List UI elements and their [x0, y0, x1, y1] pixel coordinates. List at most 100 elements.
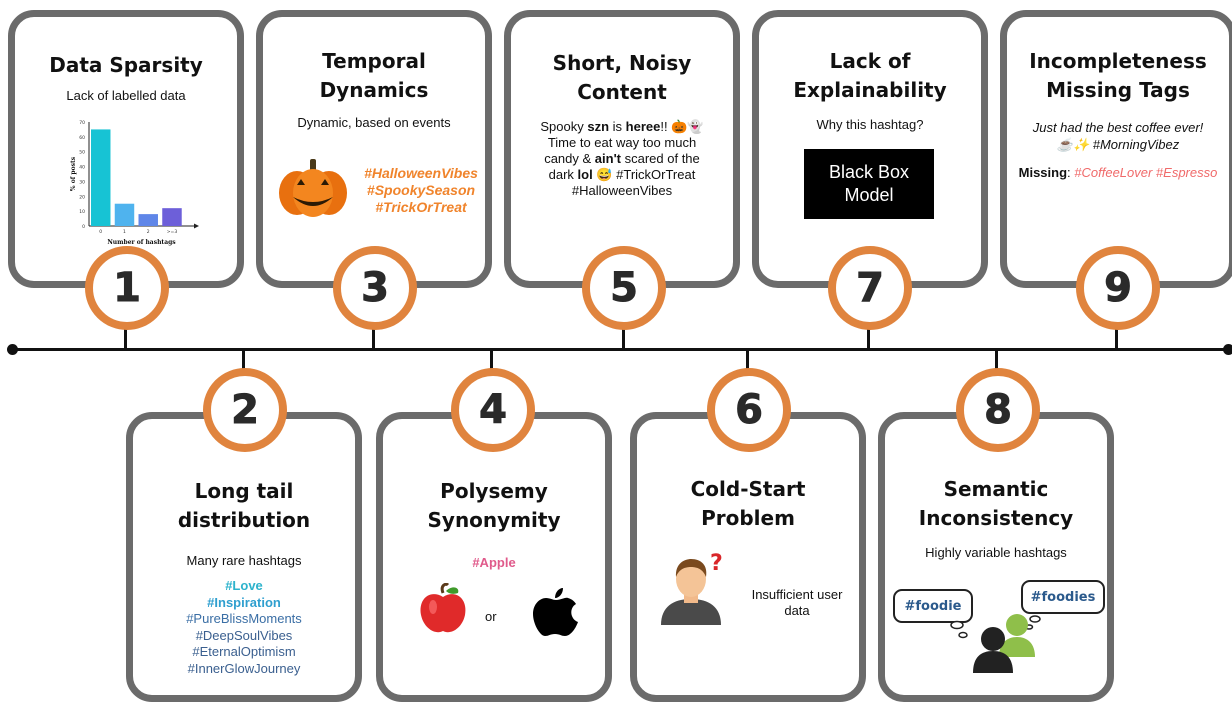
card-title-line2: Inconsistency — [918, 506, 1074, 530]
bar — [138, 214, 158, 226]
missing-line: Missing: #CoffeeLover #Espresso — [1007, 165, 1229, 180]
post-text: 😅 #TrickOrTreat — [592, 167, 696, 182]
card-subtitle: Many rare hashtags — [186, 553, 302, 568]
card-subtitle: Highly variable hashtags — [925, 545, 1067, 560]
box-label: Black Box — [828, 162, 910, 182]
tick-8 — [995, 349, 998, 371]
tick-9 — [1115, 328, 1118, 350]
x-tick-label: 1 — [123, 229, 126, 235]
card-title-line2: Explainability — [793, 78, 947, 102]
step-number: 8 — [984, 387, 1013, 434]
speech-bubble-foodie: #foodie — [893, 589, 973, 623]
desc-line: data — [784, 603, 810, 618]
hashtag: #HalloweenVibes — [364, 165, 478, 181]
step-number: 9 — [1104, 265, 1133, 312]
missing-label: Missing — [1018, 165, 1068, 180]
step-badge-9: 9 — [1076, 246, 1160, 330]
card-title: Lack of — [829, 49, 911, 73]
step-badge-6: 6 — [707, 368, 791, 452]
card-title-line2: Missing Tags — [1046, 78, 1190, 102]
card-title: Cold-Start — [690, 477, 806, 501]
hashtag: #Love — [225, 578, 263, 593]
card-subtitle: Dynamic, based on events — [297, 115, 451, 130]
tick-2 — [242, 349, 245, 371]
hashtag-list: #HalloweenVibes #SpookySeason #TrickOrTr… — [361, 165, 481, 216]
noisy-post-text: Spooky szn is heree!! 🎃👻 Time to eat way… — [511, 119, 733, 199]
post-text: Spooky — [540, 119, 588, 134]
post-slang: ain't — [594, 151, 621, 166]
x-tick-label: 0 — [99, 229, 102, 235]
missing-sep: : — [1067, 165, 1075, 180]
x-axis-label: Number of hashtags — [107, 239, 176, 246]
hashtag: #SpookySeason — [366, 182, 476, 198]
question-icon: ? — [710, 551, 723, 576]
post-slang: szn — [587, 119, 610, 134]
step-badge-3: 3 — [333, 246, 417, 330]
card-title-line2: Synonymity — [427, 508, 561, 532]
card-incompleteness: Incompleteness Missing Tags Just had the… — [1000, 10, 1232, 288]
timeline-line — [12, 348, 1230, 351]
users-icon — [973, 614, 1035, 673]
hashtag: #DeepSoulVibes — [195, 627, 293, 643]
post-text: #HalloweenVibes — [571, 183, 673, 198]
hashtag: #Inspiration — [207, 594, 281, 610]
card-title: Data Sparsity — [49, 53, 203, 77]
step-number: 7 — [856, 265, 885, 312]
y-tick-label: 60 — [79, 135, 85, 141]
step-number: 3 — [361, 265, 390, 312]
card-title: Long tail — [194, 479, 294, 503]
tick-1 — [124, 328, 127, 350]
step-badge-4: 4 — [451, 368, 535, 452]
post-text: is — [609, 119, 626, 134]
y-axis-label: % of posts — [70, 156, 77, 191]
speech-bubble-foodies: #foodies — [1021, 580, 1105, 614]
y-tick-label: 50 — [79, 150, 85, 156]
post-text: Time to eat way too much — [547, 135, 697, 150]
tick-3 — [372, 328, 375, 350]
card-short-noisy-content: Short, Noisy Content Spooky szn is heree… — [504, 10, 740, 288]
hashtag: #EternalOptimism — [192, 644, 296, 659]
step-badge-7: 7 — [828, 246, 912, 330]
y-tick-label: 70 — [79, 120, 85, 126]
timeline-end-dot — [1223, 344, 1232, 355]
pumpkin-icon — [279, 159, 347, 217]
step-number: 5 — [610, 265, 639, 312]
desc-line: Insufficient user — [751, 587, 843, 602]
tick-7 — [867, 328, 870, 350]
card-title: Semantic — [943, 477, 1049, 501]
card-cold-start: Cold-Start Problem ? Insufficient user d… — [630, 412, 866, 702]
tick-5 — [622, 328, 625, 350]
card-temporal-dynamics: Temporal Dynamics Dynamic, based on even… — [256, 10, 492, 288]
step-number: 1 — [113, 265, 142, 312]
post-text: candy & — [544, 151, 595, 166]
card-subtitle: Lack of labelled data — [66, 88, 186, 103]
step-number: 2 — [231, 387, 260, 434]
step-number: 6 — [735, 387, 764, 434]
step-badge-8: 8 — [956, 368, 1040, 452]
y-tick-label: 0 — [82, 224, 85, 230]
post-text: !! 🎃👻 — [660, 119, 704, 134]
card-title-line2: Problem — [701, 506, 795, 530]
bar — [162, 208, 182, 226]
card-title-line2: Dynamics — [319, 78, 429, 102]
bar — [114, 203, 135, 226]
step-badge-2: 2 — [203, 368, 287, 452]
y-tick-label: 40 — [79, 165, 85, 171]
apple-logo-icon — [533, 588, 578, 636]
post-text: scared of the — [621, 151, 700, 166]
missing-tags: #CoffeeLover #Espresso — [1074, 165, 1218, 180]
y-tick-label: 10 — [79, 209, 85, 215]
card-title: Polysemy — [440, 479, 548, 503]
card-polysemy: Polysemy Synonymity #Apple or — [376, 412, 612, 702]
or-label: or — [485, 609, 497, 624]
user-avatar-icon — [661, 559, 721, 625]
tick-4 — [490, 349, 493, 371]
card-title: Short, Noisy — [552, 51, 692, 75]
y-tick-label: 20 — [79, 194, 85, 200]
hashtag-apple: #Apple — [472, 555, 516, 570]
card-title-line2: distribution — [177, 508, 311, 532]
bubble-trail-icon — [950, 615, 1041, 639]
post-line: ☕✨ #MorningVibez — [1056, 137, 1180, 152]
post-line: Just had the best coffee ever! — [1032, 120, 1204, 135]
